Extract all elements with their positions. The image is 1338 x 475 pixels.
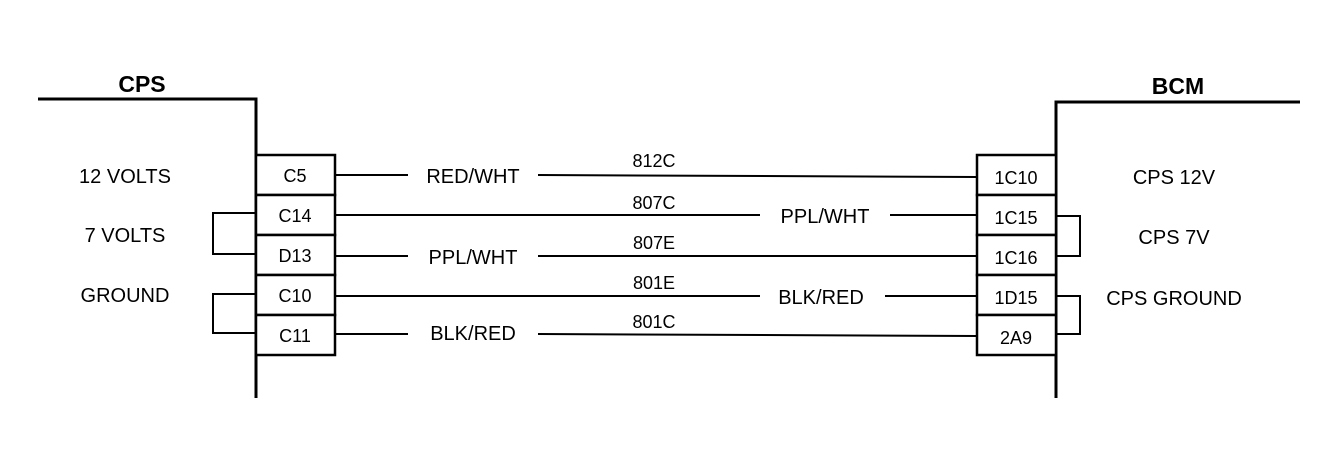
bcm-7v-jumper xyxy=(1056,215,1081,257)
cps-pin-label: D13 xyxy=(278,246,311,266)
cps-pin-label: C14 xyxy=(278,206,311,226)
circuit-number: 801E xyxy=(633,273,675,293)
wire-color-label: BLK/RED xyxy=(778,287,864,309)
bcm-ground-jumper xyxy=(1056,295,1081,335)
wire-812c-segment xyxy=(537,174,978,178)
bcm-module-title: BCM xyxy=(1152,73,1204,99)
bcm-module-outline xyxy=(1054,100,1300,398)
cps-module-title: CPS xyxy=(118,71,165,97)
cps-ground-label: GROUND xyxy=(81,285,170,307)
wire-color-label: RED/WHT xyxy=(426,166,519,188)
bcm-cps-7v-label: CPS 7V xyxy=(1138,227,1210,249)
cps-12v-label: 12 VOLTS xyxy=(79,166,171,188)
bcm-cps-12v-label: CPS 12V xyxy=(1133,167,1216,189)
cps-7v-label: 7 VOLTS xyxy=(85,225,166,247)
wire-color-label: PPL/WHT xyxy=(781,206,870,228)
bcm-pin-label: 1D15 xyxy=(994,288,1037,308)
wire-801c-segment xyxy=(537,333,978,337)
circuit-number: 812C xyxy=(632,151,675,171)
wire-color-label: BLK/RED xyxy=(430,323,516,345)
wire-color-label: PPL/WHT xyxy=(429,247,518,269)
cps-pin-label: C5 xyxy=(283,166,306,186)
bcm-pin-label: 2A9 xyxy=(1000,328,1032,348)
cps-pin-label: C10 xyxy=(278,286,311,306)
bcm-pin-label: 1C10 xyxy=(994,168,1037,188)
circuit-number: 807E xyxy=(633,233,675,253)
cps-pin-box xyxy=(254,313,337,357)
bcm-pin-label: 1C16 xyxy=(994,248,1037,268)
cps-connector xyxy=(254,153,337,357)
bcm-pin-box xyxy=(975,153,1058,197)
cps-module-outline xyxy=(38,97,258,398)
cps-ground-jumper xyxy=(212,293,256,334)
circuit-number: 801C xyxy=(632,312,675,332)
bcm-cps-ground-label: CPS GROUND xyxy=(1106,288,1242,310)
cps-7v-jumper xyxy=(212,212,256,255)
cps-pin-label: C11 xyxy=(279,326,311,346)
bcm-pin-label: 1C15 xyxy=(994,208,1037,228)
circuit-number: 807C xyxy=(632,193,675,213)
